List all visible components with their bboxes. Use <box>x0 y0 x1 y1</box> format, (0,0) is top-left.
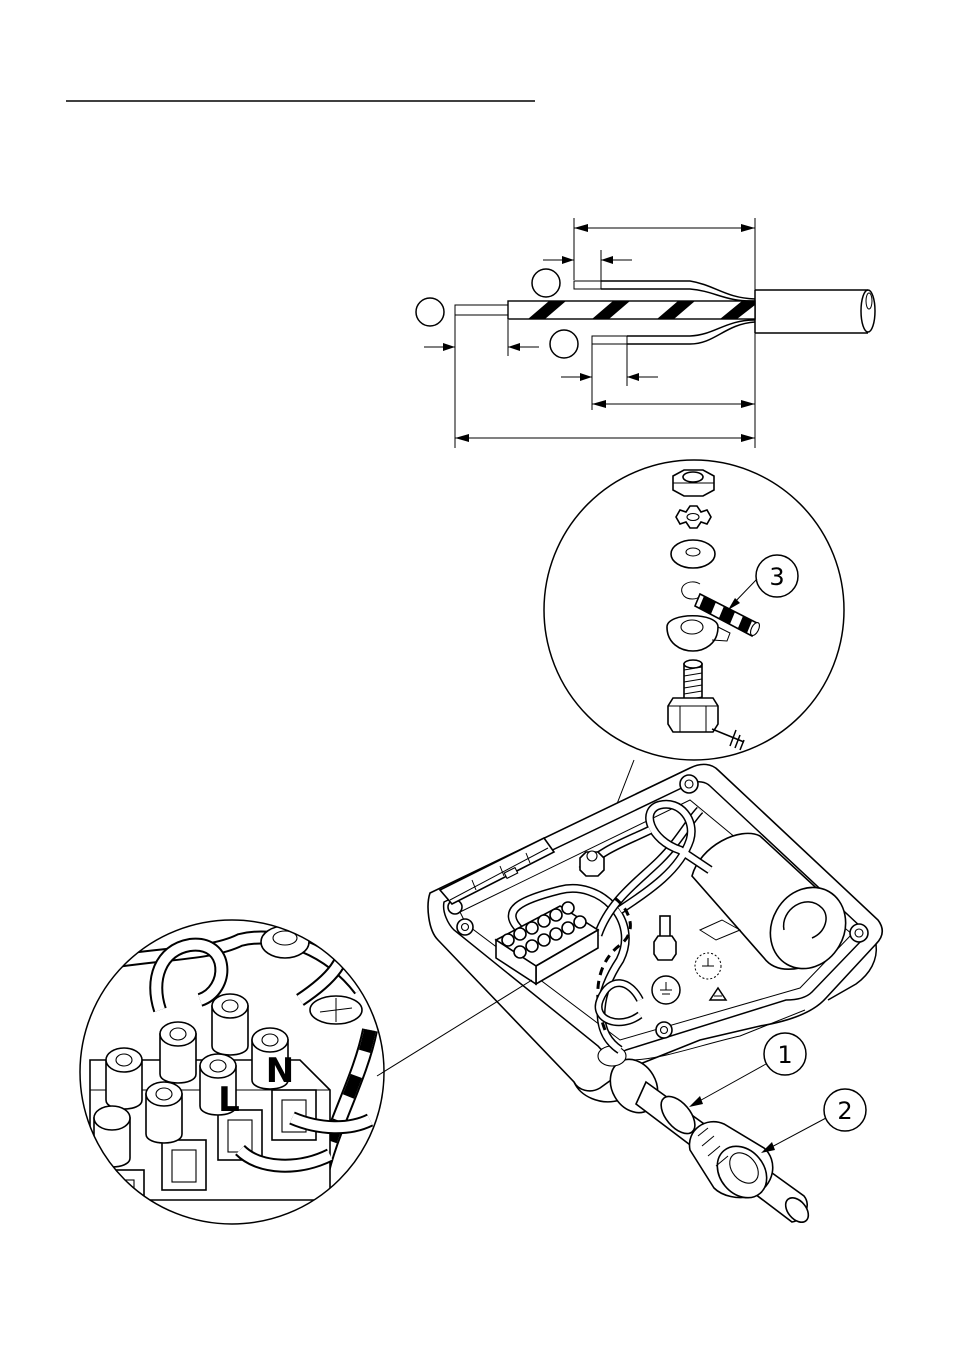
cable-gland-assembly: 1 2 <box>636 1033 866 1227</box>
ring-terminal <box>682 582 700 599</box>
callout-2: 2 <box>761 1089 866 1153</box>
cup-washer <box>667 616 730 651</box>
terminal-label-neutral: N <box>266 1051 294 1091</box>
flat-washer <box>671 540 715 568</box>
callout-1-label: 1 <box>777 1041 792 1069</box>
terminal-label-live: L <box>218 1080 240 1120</box>
callout-3: 3 <box>728 555 798 610</box>
terminal-leader-line <box>377 980 532 1076</box>
terminal-block-detail: L N <box>40 920 384 1240</box>
nut <box>673 470 714 496</box>
cable-stripping-diagram <box>416 218 875 448</box>
lock-washer <box>676 506 711 528</box>
ref-circle-bottom <box>550 330 578 358</box>
ref-circle-top <box>532 269 560 297</box>
motor-terminal-enclosure <box>428 764 882 1121</box>
threaded-stud <box>668 660 718 732</box>
callout-3-label: 3 <box>769 563 784 591</box>
ref-circle-left <box>416 298 444 326</box>
ground-symbol-icon <box>712 729 744 750</box>
callout-2-label: 2 <box>837 1097 852 1125</box>
